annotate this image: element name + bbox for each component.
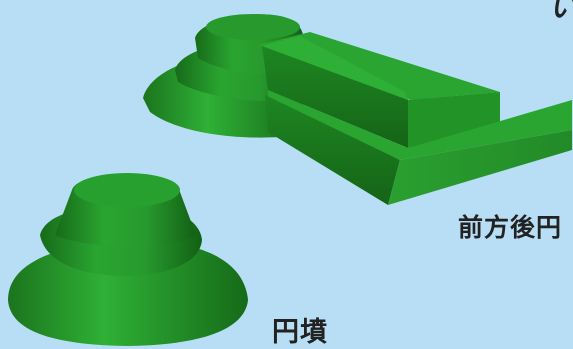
- round-mound-lower-tier: [8, 240, 248, 346]
- keyhole-round-top: [206, 14, 300, 40]
- keyhole-front-raised-front: [262, 46, 408, 148]
- partial-top-label: い: [548, 0, 573, 24]
- keyhole-mound: [143, 14, 572, 205]
- keyhole-platform-top: [268, 90, 572, 160]
- keyhole-mound-label: 前方後円: [458, 213, 563, 242]
- round-mound: [8, 173, 248, 346]
- round-mound-top: [74, 173, 180, 207]
- keyhole-platform-front: [265, 95, 400, 205]
- keyhole-platform-side: [388, 130, 572, 205]
- round-mound-label: 円墳: [272, 317, 328, 348]
